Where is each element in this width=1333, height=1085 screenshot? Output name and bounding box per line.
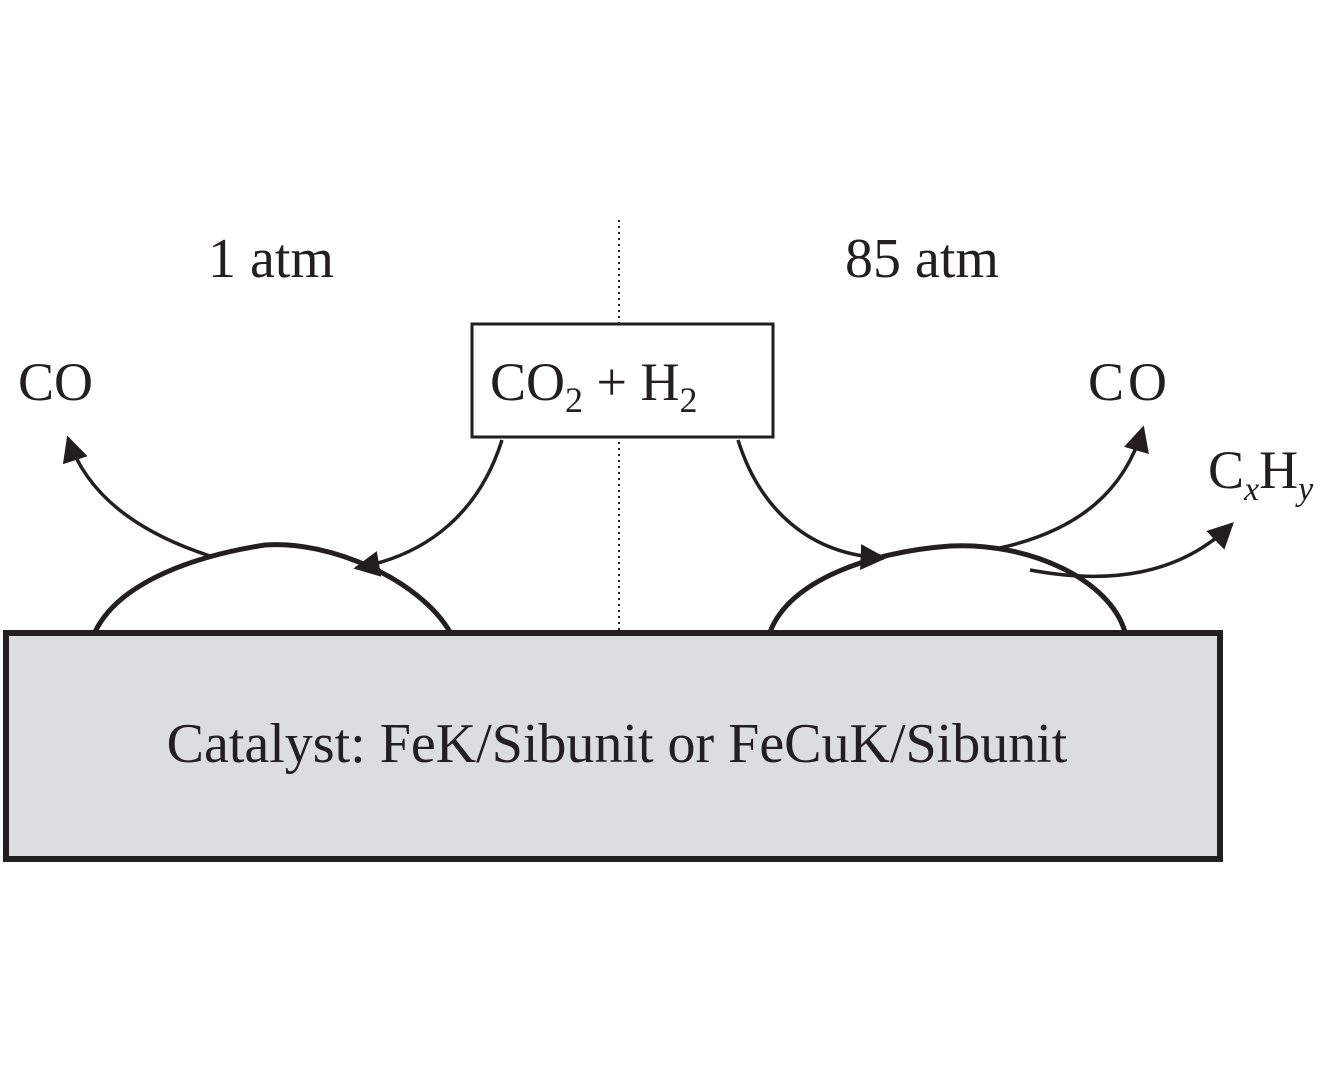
- reactants-label: CO2 + H2: [490, 352, 697, 420]
- reactant-to-left-arrow: [353, 439, 504, 577]
- right-pressure-label: 85 atm: [845, 228, 999, 290]
- left-catalyst-particle: [92, 542, 453, 634]
- left-product-co: CO: [18, 352, 93, 412]
- reactants-box: [470, 322, 775, 439]
- catalyst-label: Catalyst: FeK/Sibunit or FeCuK/Sibunit: [167, 713, 1068, 775]
- reactant-to-right-arrow: [736, 439, 887, 571]
- right-cxhy-arrow: [1029, 522, 1234, 579]
- catalyst-support-block: [3, 630, 1223, 862]
- left-pressure-label: 1 atm: [208, 228, 334, 290]
- left-co-arrow: [62, 435, 211, 558]
- right-product-co: CO: [1088, 352, 1171, 412]
- right-product-cxhy: CxHy: [1208, 440, 1314, 508]
- right-co-arrow: [999, 425, 1149, 550]
- right-catalyst-particle: [767, 543, 1128, 633]
